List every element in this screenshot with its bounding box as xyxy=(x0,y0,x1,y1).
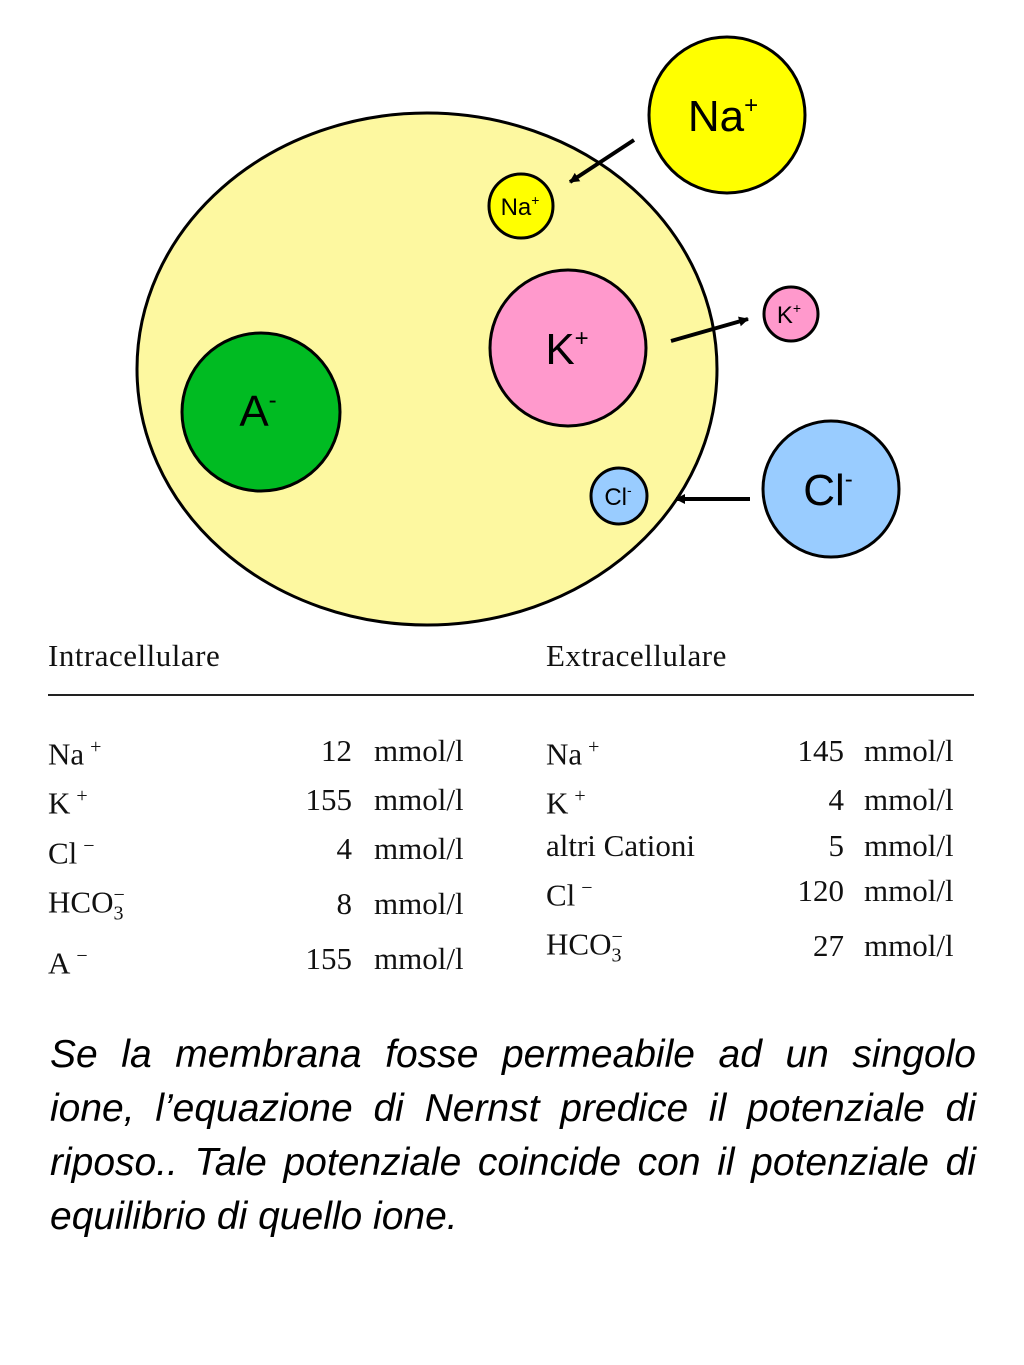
extracellular-value: 4 xyxy=(828,781,845,817)
intracellular-unit: mmol/l xyxy=(374,941,464,977)
intracellular-value: 155 xyxy=(305,781,353,817)
extracellular-unit: mmol/l xyxy=(864,827,954,863)
intracellular-unit: mmol/l xyxy=(374,732,464,768)
extracellular-unit: mmol/l xyxy=(864,732,954,768)
ion-charge: − xyxy=(83,834,95,857)
potassium-label-extracellular: K+ xyxy=(777,300,801,329)
anion-circle-intracellular xyxy=(180,331,342,493)
extracellular-value: 27 xyxy=(813,928,844,964)
caption-text: Se la membrana fosse permeabile ad un si… xyxy=(50,1033,976,1238)
ion-name: A xyxy=(48,944,71,980)
chloride-circle-intracellular xyxy=(589,466,649,526)
extracellular-ion-cell: HCO3− xyxy=(546,916,760,977)
ion-charge: + xyxy=(574,785,586,808)
ion-name: Na xyxy=(546,736,583,772)
extracellular-ion-cell: Cl− xyxy=(546,867,760,916)
ion-name: HCO xyxy=(546,926,612,962)
extracellular-row: altri Cationi 5 mmol/l xyxy=(546,825,954,867)
intracellular-unit: mmol/l xyxy=(374,831,464,867)
ion-name: K xyxy=(546,785,569,821)
chloride-label-intracellular: Cl- xyxy=(604,482,632,511)
anion-label-intracellular: A- xyxy=(239,387,276,436)
ion-charge: + xyxy=(76,785,88,808)
intracellular-ion-cell: Na+ xyxy=(48,726,266,775)
extracellular-ion-cell: Na+ xyxy=(546,726,760,775)
ion-charge: − xyxy=(611,925,623,948)
extracellular-value: 145 xyxy=(797,732,845,768)
ion-name: Cl xyxy=(48,834,78,870)
chloride-label-extracellular: Cl- xyxy=(803,466,853,515)
intracellular-row: Cl− 4 mmol/l xyxy=(48,825,464,874)
chloride-circle-extracellular xyxy=(761,419,901,559)
intracellular-value: 8 xyxy=(336,886,353,922)
intracellular-unit: mmol/l xyxy=(374,886,464,922)
extracellular-row: Cl− 120 mmol/l xyxy=(546,867,954,916)
ion-name: Na xyxy=(48,736,85,772)
ion-charge: + xyxy=(588,736,600,758)
intracellular-value: 155 xyxy=(305,941,353,977)
extracellular-row: HCO3− 27 mmol/l xyxy=(546,916,954,977)
intracellular-value: 4 xyxy=(336,831,353,867)
extracellular-ion-cell: altri Cationi xyxy=(546,825,760,867)
intracellular-heading: Intracellulare xyxy=(48,638,221,673)
cell-diagram: A- K+ Na+ Cl- Na+ K+ Cl- xyxy=(135,35,901,627)
sodium-circle-intracellular xyxy=(487,172,555,240)
extracellular-unit: mmol/l xyxy=(864,928,954,964)
extracellular-value: 5 xyxy=(828,827,845,863)
ion-subscript: 3 xyxy=(611,944,622,967)
ion-name: Cl xyxy=(546,876,576,912)
ion-charge: + xyxy=(90,736,102,758)
ion-name: HCO xyxy=(48,884,114,920)
table-divider xyxy=(48,694,974,696)
intracellular-value: 12 xyxy=(321,732,352,768)
cell-membrane xyxy=(135,111,719,627)
extracellular-heading: Extracellulare xyxy=(546,638,727,673)
intracellular-row: A− 155 mmol/l xyxy=(48,935,464,984)
sodium-influx-arrow xyxy=(568,138,636,184)
extracellular-unit: mmol/l xyxy=(864,873,954,909)
sodium-label-intracellular: Na+ xyxy=(501,192,540,221)
potassium-label-intracellular: K+ xyxy=(545,325,588,374)
extracellular-ion-cell: K+ xyxy=(546,775,760,824)
ion-name: altri Cationi xyxy=(546,827,695,863)
extracellular-unit: mmol/l xyxy=(864,781,954,817)
intracellular-ion-cell: HCO3− xyxy=(48,874,266,935)
intracellular-ion-cell: K+ xyxy=(48,775,266,824)
intracellular-unit: mmol/l xyxy=(374,781,464,817)
potassium-circle-extracellular xyxy=(762,285,820,343)
intracellular-ion-cell: Cl− xyxy=(48,825,266,874)
sodium-label-extracellular: Na+ xyxy=(688,92,758,141)
extracellular-value: 120 xyxy=(797,873,845,909)
ion-subscript: 3 xyxy=(113,902,124,925)
ion-charge: − xyxy=(76,944,88,967)
ion-name: K xyxy=(48,785,71,821)
intracellular-row: HCO3− 8 mmol/l xyxy=(48,874,464,935)
potassium-circle-intracellular xyxy=(488,268,648,428)
ion-charge: − xyxy=(113,883,125,906)
ion-charge: − xyxy=(581,876,593,899)
sodium-circle-extracellular xyxy=(647,35,807,195)
potassium-efflux-arrow xyxy=(670,316,749,343)
intracellular-ion-cell: A− xyxy=(48,935,266,984)
